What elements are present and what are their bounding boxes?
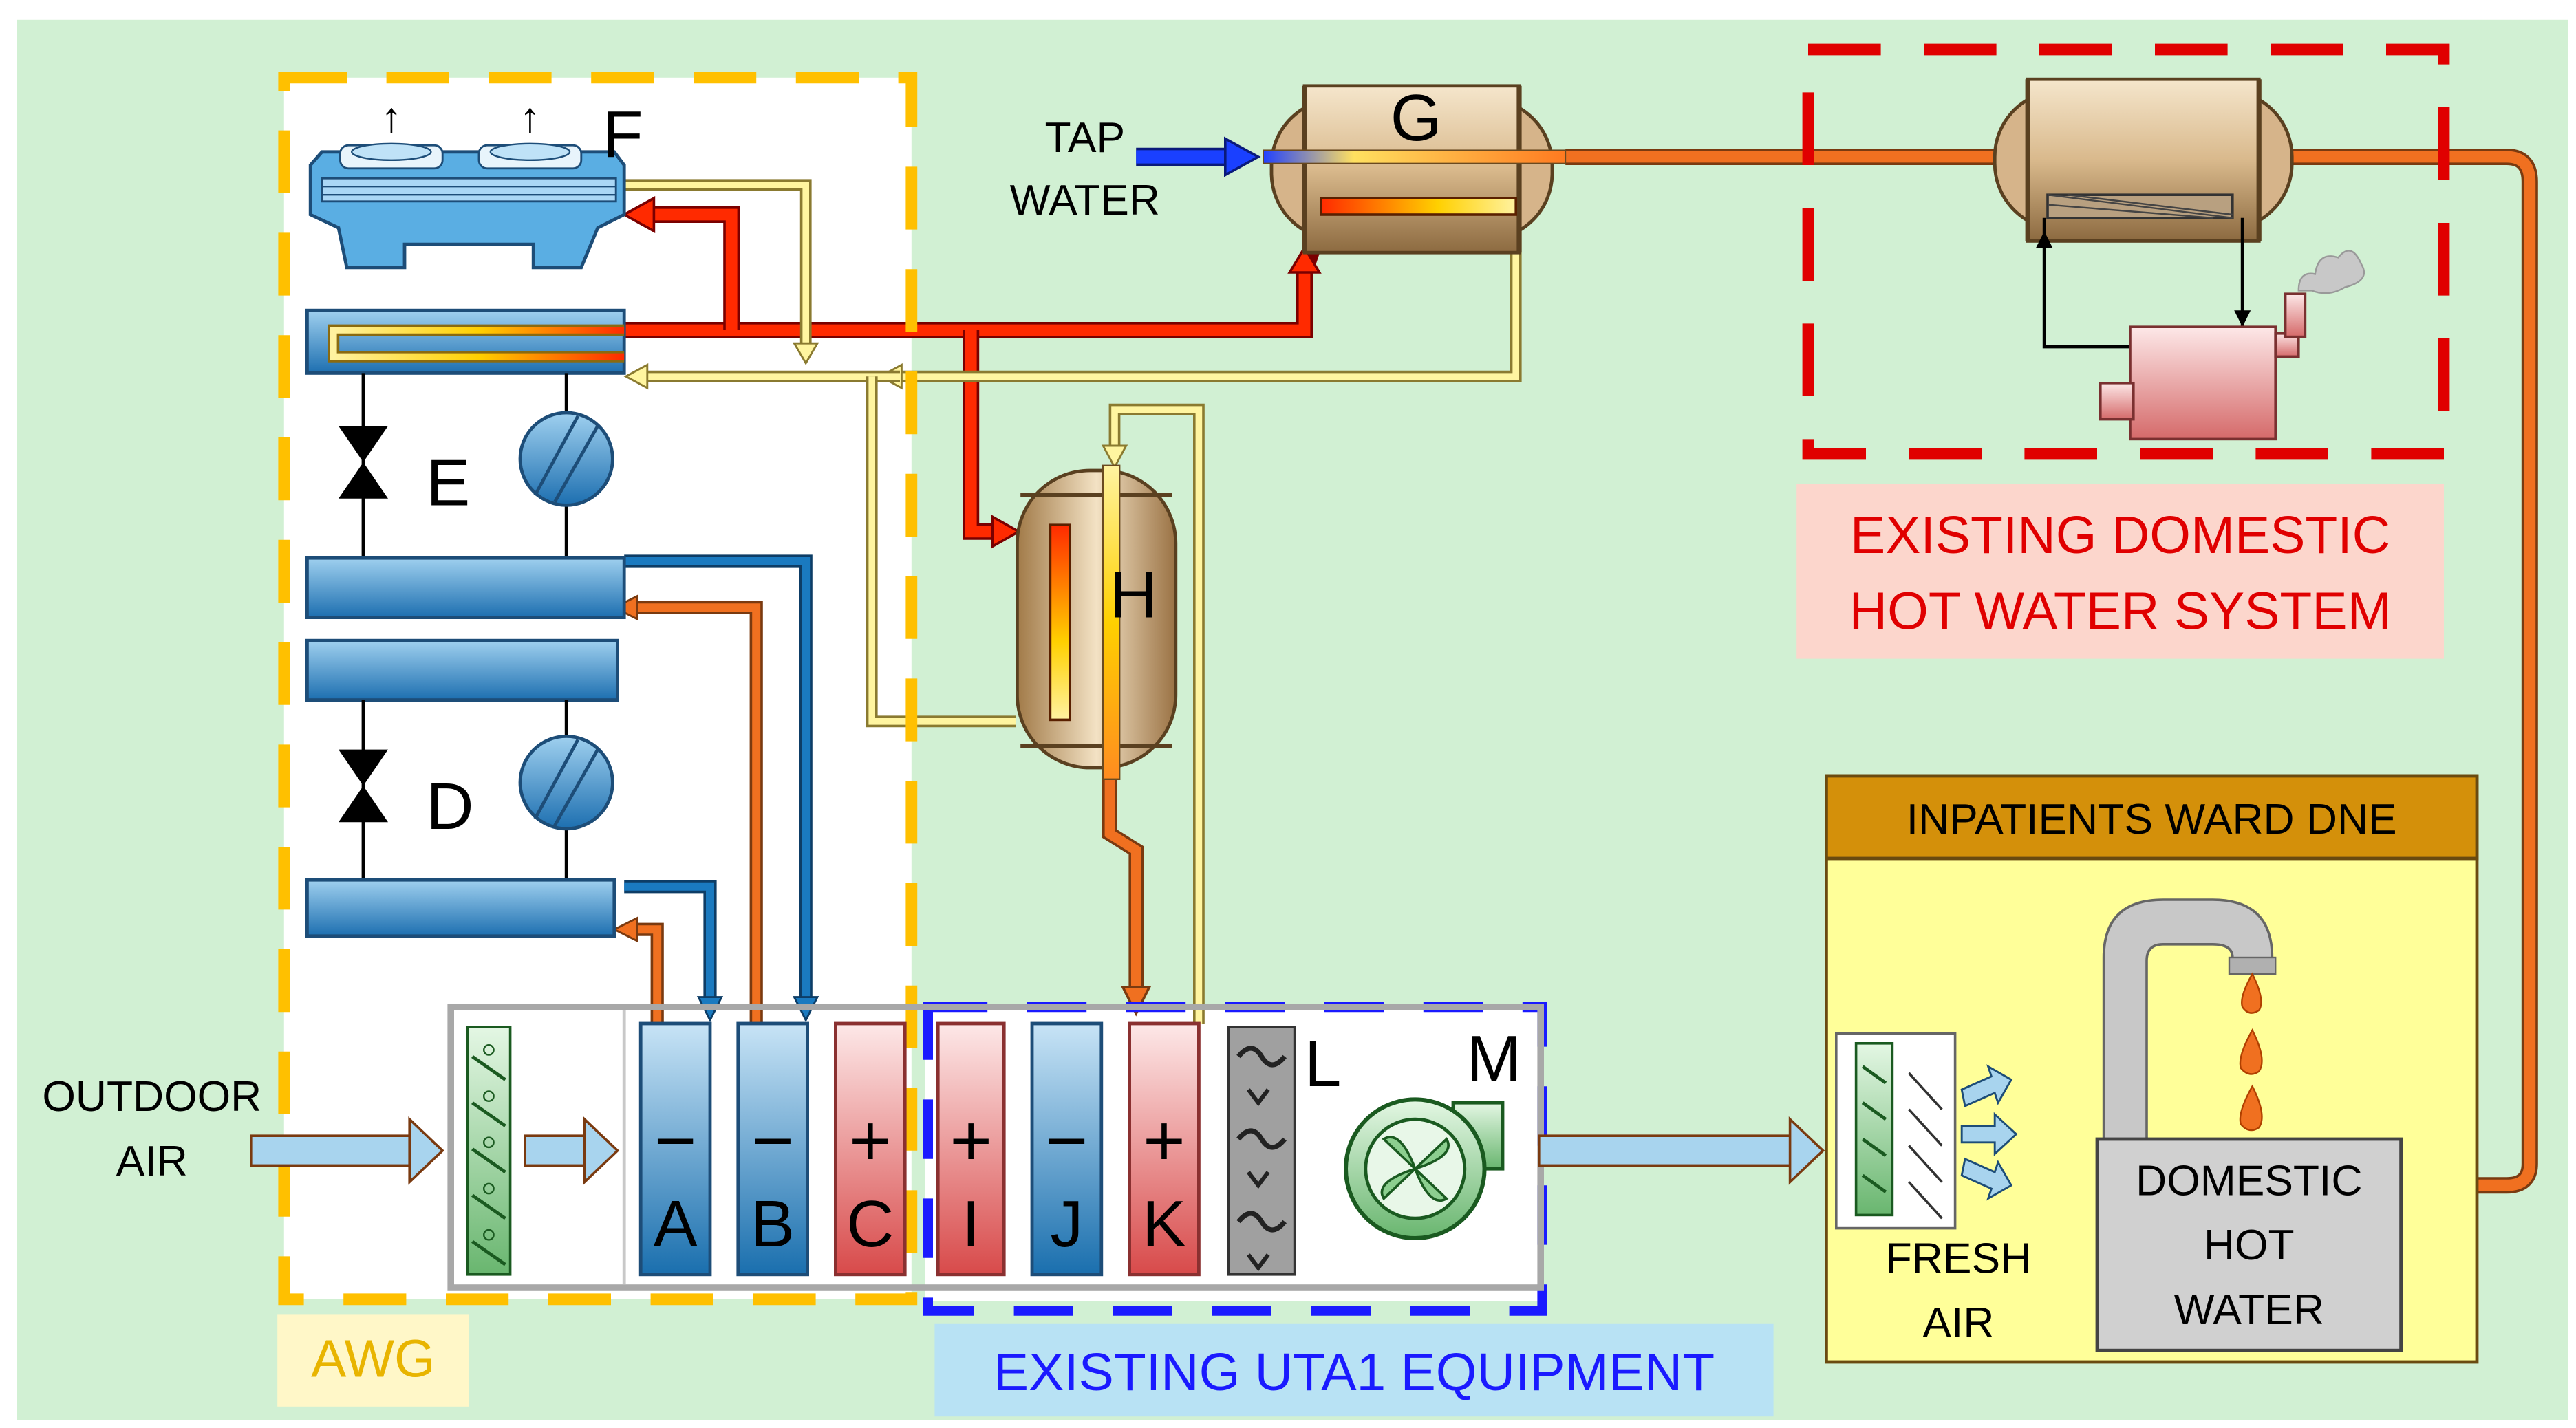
label-d: D [426,770,473,843]
coil-a-sign: − [654,1100,697,1181]
fan-arrow-2: ↑ [519,94,541,142]
faucet-icon [2102,898,2277,1140]
fresh-air-label-1: FRESH [1886,1235,2031,1282]
hot-pipe-h-arrowhead [991,515,1022,549]
awg-border [278,72,918,1306]
coil-c: + C [834,1021,907,1277]
filter-icon [466,1026,512,1276]
coil-k-sign: + [1143,1100,1185,1181]
heat-exchanger-d-top [305,638,619,702]
label-h: H [1110,559,1157,632]
label-e: E [426,446,470,519]
awg-label-box [277,1314,469,1407]
expansion-valve-e-icon [339,426,388,462]
heat-pump-e [339,373,614,561]
hot-pipe-f-arrowhead [621,195,656,234]
coil-b-sign: − [751,1100,794,1181]
coil-j-sign: − [1046,1100,1088,1181]
outdoor-air-arrow [249,1116,444,1185]
smoke-icon [2297,250,2365,294]
dry-cooler-f [308,142,626,270]
dhw-label-3: WATER [2174,1286,2324,1334]
coil-j: − J [1030,1021,1104,1277]
coil-c-letter: C [846,1187,894,1261]
fresh-air-label-2: AIR [1922,1299,1994,1347]
outdoor-air-label-1: OUTDOOR [42,1073,261,1121]
tap-water-label-1: TAP [1044,114,1125,162]
heat-exchanger-e-bottom [305,556,626,619]
awg-label: AWG [311,1330,436,1389]
coil-a: − A [638,1021,712,1277]
coil-i: + I [936,1021,1006,1277]
coil-a-letter: A [654,1187,698,1261]
storage-tank-h [1016,464,1178,780]
heat-pump-d [339,700,614,887]
fresh-air-diffuser [1835,1032,1957,1230]
fan-arrow-1: ↑ [380,94,402,142]
existing-dhw-border [1802,43,2450,460]
dhw-box [2095,1137,2403,1352]
hot-pipe-g-arrowhead [1287,245,1322,274]
ward-title: INPATIENTS WARD DNE [1907,796,2397,843]
diffuser-filter-icon [1854,1042,1894,1217]
existing-dhw-tank [1993,77,2294,243]
outdoor-air-label-2: AIR [116,1138,188,1185]
uta-label-box [934,1323,1774,1417]
label-l: L [1305,1027,1341,1101]
supply-air-arrow [1538,1116,1825,1185]
label-m: M [1466,1022,1521,1096]
boiler-icon [2099,250,2365,441]
humidifier-l-icon [1227,1026,1296,1276]
existing-dhw-label-box [1796,484,2444,659]
expansion-valve-d-icon [339,749,388,786]
coil-k: + K [1128,1021,1201,1277]
fan-m-icon [1343,1097,1505,1240]
water-drops-icon [2239,972,2263,1132]
coil-i-letter: I [962,1187,980,1261]
condenser-exchanger [305,308,626,375]
ward-header [1825,774,2479,861]
heat-exchanger-d-bottom [305,878,616,938]
dhw-label-2: HOT [2204,1222,2295,1269]
tap-water-label-2: WATER [1010,177,1160,224]
internal-air-arrow [524,1116,620,1185]
coil-c-sign: + [849,1100,892,1181]
fresh-air-outlet-arrows [1960,1064,2018,1201]
dhw-label-1: DOMESTIC [2136,1158,2362,1205]
label-g: G [1391,81,1442,155]
coil-b: − B [736,1021,809,1277]
uta-label: EXISTING UTA1 EQUIPMENT [994,1343,1715,1402]
storage-tank-g [1263,84,1567,255]
existing-dhw-label-1: EXISTING DOMESTIC [1850,506,2390,565]
existing-dhw-label-2: HOT WATER SYSTEM [1849,581,2392,640]
condenser-heat-coil [330,327,625,360]
label-f: F [603,98,643,171]
coil-j-letter: J [1050,1187,1083,1261]
boiler-circuit-lines [2042,217,2244,349]
coil-k-letter: K [1142,1187,1186,1261]
coil-b-letter: B [751,1187,795,1261]
coil-i-sign: + [949,1100,992,1181]
